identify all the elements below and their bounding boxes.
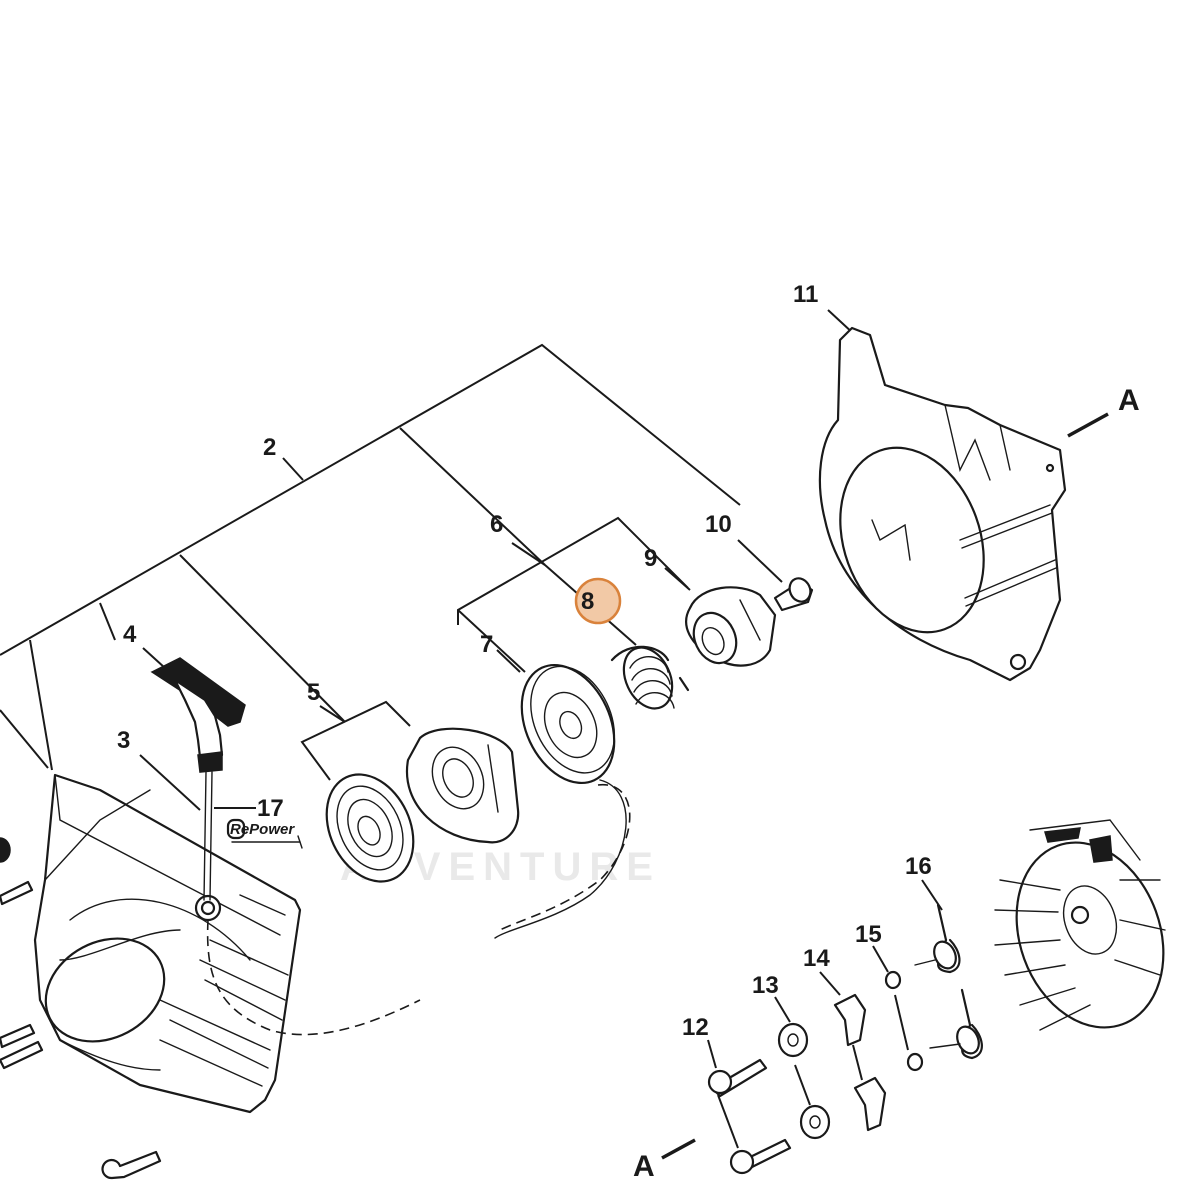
fan-wheel-part-16	[994, 819, 1166, 1031]
callout-13[interactable]: 13	[752, 972, 779, 999]
starter-handle-part-4	[150, 657, 246, 901]
rewind-spring-part-5	[325, 773, 415, 883]
callout-5[interactable]: 5	[307, 679, 320, 706]
springs-part-16	[914, 903, 983, 1060]
repower-brand-label: RePower	[230, 821, 295, 838]
callout-7[interactable]: 7	[480, 631, 493, 658]
callout-17[interactable]: 17	[257, 795, 284, 822]
callout-4[interactable]: 4	[123, 621, 137, 648]
callout-9[interactable]: 9	[644, 545, 657, 572]
washers-part-13	[777, 1022, 831, 1140]
callout-15[interactable]: 15	[855, 921, 882, 948]
callout-8[interactable]: 8	[581, 588, 594, 615]
screw-part-10	[773, 577, 814, 612]
fan-housing-part-11	[818, 326, 1067, 682]
callout-2[interactable]: 2	[263, 434, 276, 461]
callout-11[interactable]: 11	[793, 281, 818, 308]
callout-labels: 2 3 4 5 6 7 8 9 10 11 12 13 14 15 16 17 …	[117, 281, 1140, 1183]
callout-12[interactable]: 12	[682, 1014, 709, 1041]
washers-part-15	[884, 970, 924, 1072]
rotor-spring-part-8	[610, 645, 690, 710]
callout-3[interactable]: 3	[117, 727, 130, 754]
spring-cassette-part-5	[405, 727, 520, 844]
carrier-part-9	[685, 586, 777, 667]
housing-screws	[0, 880, 162, 1180]
callout-10[interactable]: 10	[705, 511, 732, 538]
pawls-part-14	[833, 993, 887, 1132]
callout-6[interactable]: 6	[490, 511, 503, 538]
rope-rotor-part-7	[494, 663, 631, 939]
reference-a-bottom: A	[633, 1150, 655, 1183]
highlighted-part-marker[interactable]	[574, 577, 622, 625]
rope-part-17: RePower	[226, 818, 303, 849]
callout-14[interactable]: 14	[803, 945, 830, 972]
starter-housing-part-3	[33, 773, 421, 1114]
callout-16[interactable]: 16	[905, 853, 932, 880]
cut-off-part-edge	[0, 837, 11, 863]
screws-part-12	[707, 1058, 792, 1175]
leader-lines	[0, 309, 1109, 1160]
reference-a-top: A	[1118, 384, 1140, 417]
